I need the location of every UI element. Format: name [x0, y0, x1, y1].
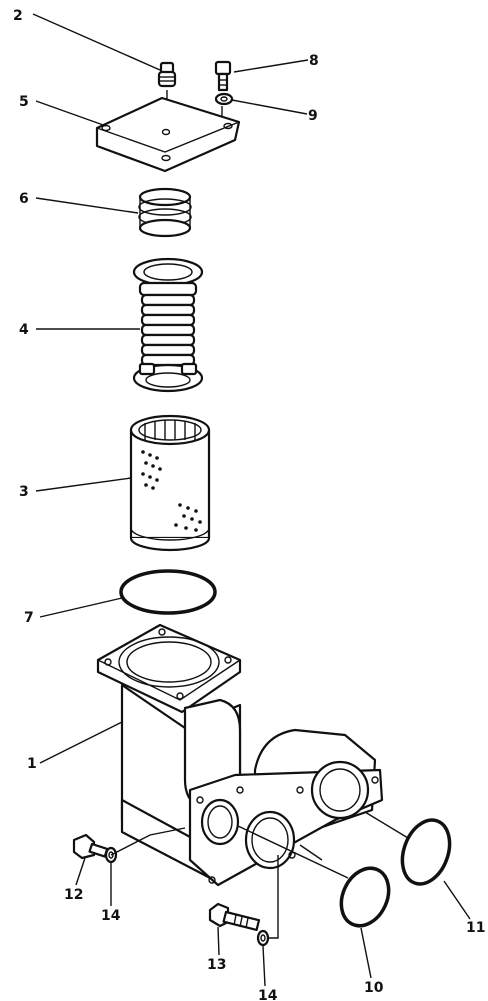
label-part-9: 9 — [308, 108, 318, 124]
label-part-11: 11 — [466, 920, 485, 936]
label-part-8: 8 — [309, 53, 319, 69]
callout-labels: 2 5 6 4 3 7 1 8 9 12 14 13 14 10 11 — [13, 8, 485, 1001]
part-4-bellows — [132, 257, 204, 393]
perforation-dots — [141, 450, 202, 532]
label-part-3: 3 — [19, 484, 29, 500]
part-1-filter-housing — [96, 623, 384, 887]
part-6-spring — [138, 187, 192, 238]
assembly-guide-lines — [110, 811, 409, 939]
label-part-12: 12 — [64, 887, 83, 903]
label-part-7: 7 — [24, 610, 34, 626]
part-12-bolt — [72, 833, 109, 860]
label-part-14-upper: 14 — [101, 908, 121, 924]
label-part-4: 4 — [19, 322, 29, 338]
part-8-bolt — [214, 60, 232, 92]
part-10-o-ring — [339, 866, 391, 928]
label-part-10: 10 — [364, 980, 384, 996]
leader-lines — [32, 13, 471, 987]
part-13-bolt — [208, 902, 261, 932]
part-3-filter-element — [129, 414, 211, 552]
part-14-washer-lower — [256, 929, 270, 947]
part-7-o-ring — [119, 569, 217, 615]
label-part-14-lower: 14 — [258, 988, 278, 1001]
part-5-cover-plate — [95, 96, 241, 173]
label-part-5: 5 — [19, 94, 29, 110]
label-part-6: 6 — [19, 191, 29, 207]
label-part-2: 2 — [13, 8, 23, 24]
label-part-13: 13 — [207, 957, 226, 973]
part-11-o-ring — [400, 818, 452, 886]
label-part-1: 1 — [27, 756, 37, 772]
part-9-washer — [214, 92, 234, 128]
